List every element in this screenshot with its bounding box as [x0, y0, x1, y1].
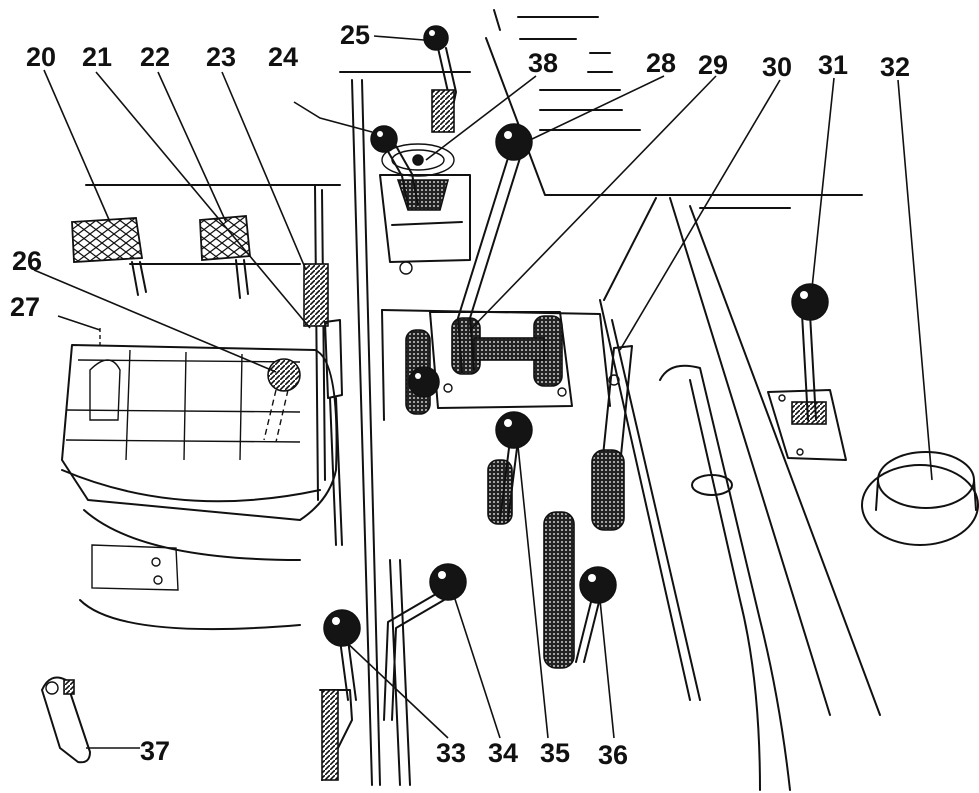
knob-26: [263, 358, 301, 443]
operator-seat: [61, 344, 338, 631]
label-36: 36: [598, 740, 628, 770]
lever-29: [405, 329, 440, 415]
leader-lines: [33, 35, 933, 749]
label-22: 22: [140, 42, 170, 72]
vent-slats: [517, 16, 641, 131]
label-26: 26: [12, 246, 42, 276]
lever-31: [767, 283, 847, 461]
lever-30: [591, 345, 633, 531]
label-29: 29: [698, 50, 728, 80]
label-32: 32: [880, 52, 910, 82]
upper-console: [379, 143, 471, 275]
label-35: 35: [540, 738, 570, 768]
pedal-23: [303, 263, 329, 327]
crank-37: [41, 676, 91, 764]
cap-32: [861, 451, 979, 546]
pedal-right: [199, 215, 251, 299]
lever-24: [370, 125, 419, 206]
label-33: 33: [436, 738, 466, 768]
gear-gate: [381, 309, 611, 421]
lever-35: [487, 411, 533, 525]
lever-25: [423, 25, 457, 133]
lever-33: [319, 609, 361, 781]
pipe: [659, 364, 791, 791]
pedal-left: [71, 217, 147, 296]
label-28: 28: [646, 48, 676, 78]
lever-36: [543, 511, 617, 669]
label-20: 20: [26, 42, 56, 72]
label-27: 27: [10, 292, 40, 322]
label-38: 38: [528, 48, 558, 78]
lever-34: [383, 563, 467, 721]
lever-28: [457, 123, 533, 373]
label-31: 31: [818, 50, 848, 80]
lever-21: [324, 319, 343, 546]
cab-structure: [85, 9, 881, 786]
label-30: 30: [762, 52, 792, 82]
label-21: 21: [82, 42, 112, 72]
label-37: 37: [140, 736, 170, 766]
label-23: 23: [206, 42, 236, 72]
number-labels: 20 21 22 23 24 25 26 27 38 28 29 30 31 3…: [10, 20, 910, 770]
label-24: 24: [268, 42, 298, 72]
label-25: 25: [340, 20, 370, 50]
label-34: 34: [488, 738, 518, 768]
